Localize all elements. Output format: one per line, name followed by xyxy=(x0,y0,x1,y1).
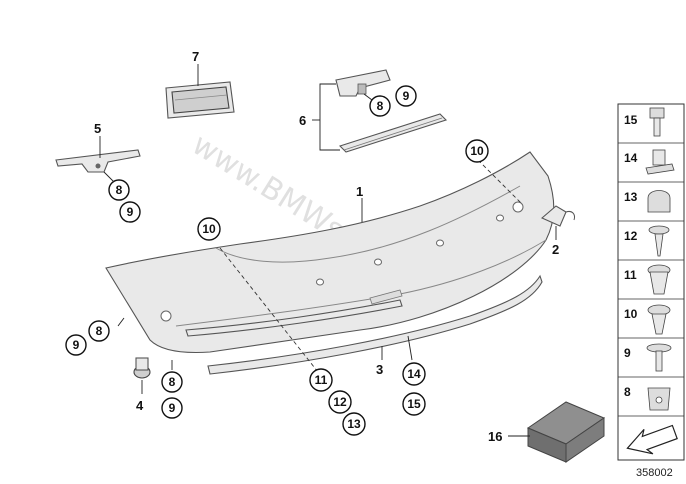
clip-nut-icon xyxy=(645,149,675,175)
svg-text:9: 9 xyxy=(403,89,410,103)
screw-icon xyxy=(648,225,670,257)
svg-text:10: 10 xyxy=(624,307,638,321)
svg-text:8: 8 xyxy=(169,375,176,389)
svg-text:9: 9 xyxy=(624,346,631,360)
svg-text:13: 13 xyxy=(347,417,361,431)
spring-nut-icon xyxy=(647,387,671,411)
callout-16: 16 xyxy=(488,429,502,444)
panel-item-10[interactable]: 10 xyxy=(624,304,671,335)
circled-callout-15: 15 xyxy=(402,392,426,416)
svg-text:8: 8 xyxy=(624,385,631,399)
part-5-bracket[interactable] xyxy=(55,149,141,173)
part-2-tow-cap[interactable] xyxy=(540,205,575,227)
panel-item-arrow[interactable] xyxy=(623,420,679,462)
circled-callout-8: 8 xyxy=(108,179,130,201)
circled-callout-11: 11 xyxy=(309,368,333,392)
reference-number: 358002 xyxy=(636,467,673,479)
circled-callout-8: 8 xyxy=(88,320,110,342)
cap-icon xyxy=(647,190,671,213)
part-6-lower-strip[interactable] xyxy=(338,113,448,153)
callout-7: 7 xyxy=(192,49,199,64)
svg-text:9: 9 xyxy=(169,401,176,415)
svg-text:8: 8 xyxy=(377,99,384,113)
circled-callout-9: 9 xyxy=(119,201,141,223)
part-6-upper-bracket[interactable] xyxy=(335,69,391,97)
svg-text:11: 11 xyxy=(624,268,637,282)
panel-item-14[interactable]: 14 xyxy=(624,149,675,175)
svg-text:12: 12 xyxy=(333,395,347,409)
circled-callout-10: 10 xyxy=(197,217,221,241)
svg-text:15: 15 xyxy=(624,113,638,127)
circled-callout-12: 12 xyxy=(328,390,352,414)
callout-2: 2 xyxy=(552,242,559,257)
circled-callout-8: 8 xyxy=(369,95,391,117)
svg-text:9: 9 xyxy=(73,338,80,352)
circled-callout-9: 9 xyxy=(65,334,87,356)
svg-text:14: 14 xyxy=(407,367,421,381)
part-16-foam-block[interactable] xyxy=(526,401,606,463)
part-3-trim-strip[interactable] xyxy=(185,274,543,375)
panel-item-11[interactable]: 11 xyxy=(624,264,671,295)
callout-5: 5 xyxy=(94,121,101,136)
part-7-light-lens[interactable] xyxy=(165,81,235,119)
callout-6: 6 xyxy=(299,113,306,128)
push-rivet-icon xyxy=(647,304,671,335)
svg-text:11: 11 xyxy=(315,373,328,387)
circled-callout-14: 14 xyxy=(402,362,426,386)
hex-bolt-icon xyxy=(649,107,665,137)
panel-item-12[interactable]: 12 xyxy=(624,225,670,257)
svg-text:13: 13 xyxy=(624,190,638,204)
part-4-plug[interactable] xyxy=(133,357,151,379)
panel-item-9[interactable]: 9 xyxy=(624,343,672,372)
svg-text:12: 12 xyxy=(624,229,638,243)
callout-1: 1 xyxy=(356,184,363,199)
callout-4: 4 xyxy=(136,398,144,413)
circled-callout-9: 9 xyxy=(161,397,183,419)
circled-callout-8: 8 xyxy=(161,371,183,393)
arrow-icon xyxy=(626,424,678,455)
svg-text:14: 14 xyxy=(624,151,638,165)
svg-text:15: 15 xyxy=(407,397,421,411)
washer-screw-icon xyxy=(646,343,672,372)
circled-callout-13: 13 xyxy=(342,412,366,436)
svg-text:10: 10 xyxy=(470,144,484,158)
svg-text:8: 8 xyxy=(96,324,103,338)
svg-text:9: 9 xyxy=(127,205,134,219)
panel-item-8[interactable]: 8 xyxy=(624,385,671,411)
circled-callout-9: 9 xyxy=(395,85,417,107)
circled-callout-10: 10 xyxy=(465,139,489,163)
callout-3: 3 xyxy=(376,362,383,377)
svg-text:10: 10 xyxy=(202,222,216,236)
svg-text:8: 8 xyxy=(116,183,123,197)
panel-item-15[interactable]: 15 xyxy=(624,107,665,137)
panel-item-13[interactable]: 13 xyxy=(624,190,671,213)
part-1-bumper-cover[interactable] xyxy=(105,151,555,353)
expansion-rivet-icon xyxy=(647,264,671,295)
leader-6 xyxy=(319,83,340,151)
